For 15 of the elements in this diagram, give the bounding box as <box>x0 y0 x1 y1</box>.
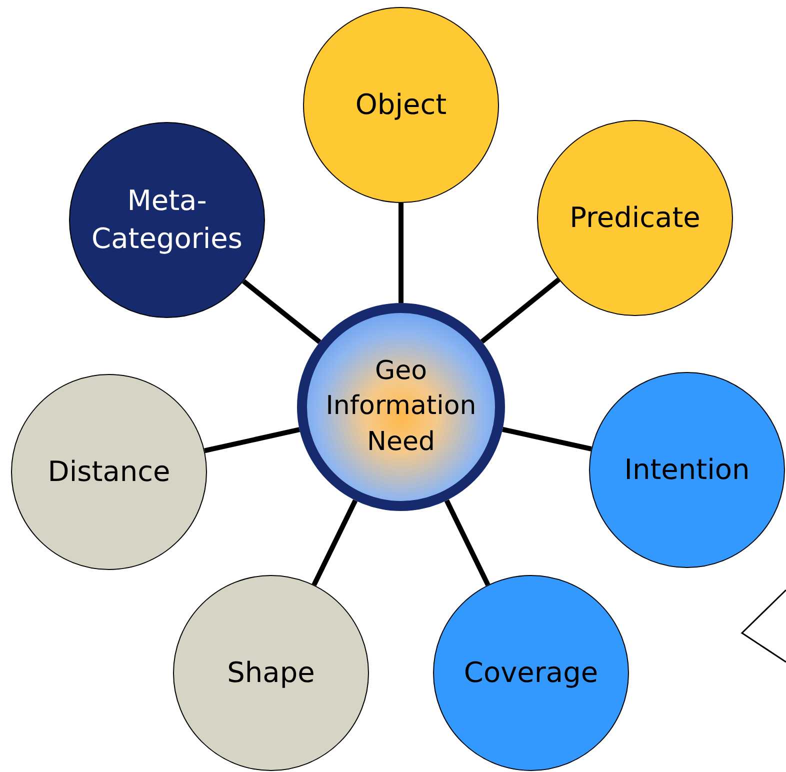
connector-line <box>480 278 560 344</box>
circle-label: Distance <box>48 454 170 490</box>
connector-line <box>242 279 322 344</box>
circle-label: Geo Information Need <box>324 355 478 459</box>
connector-line <box>398 203 404 303</box>
circle-label: Meta- Categories <box>90 183 244 257</box>
connector-line <box>312 499 358 586</box>
connector-line <box>444 499 490 586</box>
circle-label: Predicate <box>570 200 700 236</box>
circle-label: Intention <box>624 452 750 488</box>
connector-line <box>204 427 300 454</box>
connector-line <box>502 426 592 452</box>
circle-label: Coverage <box>464 655 598 692</box>
circle-label: Shape <box>227 655 315 692</box>
circle-label: Object <box>355 87 447 124</box>
